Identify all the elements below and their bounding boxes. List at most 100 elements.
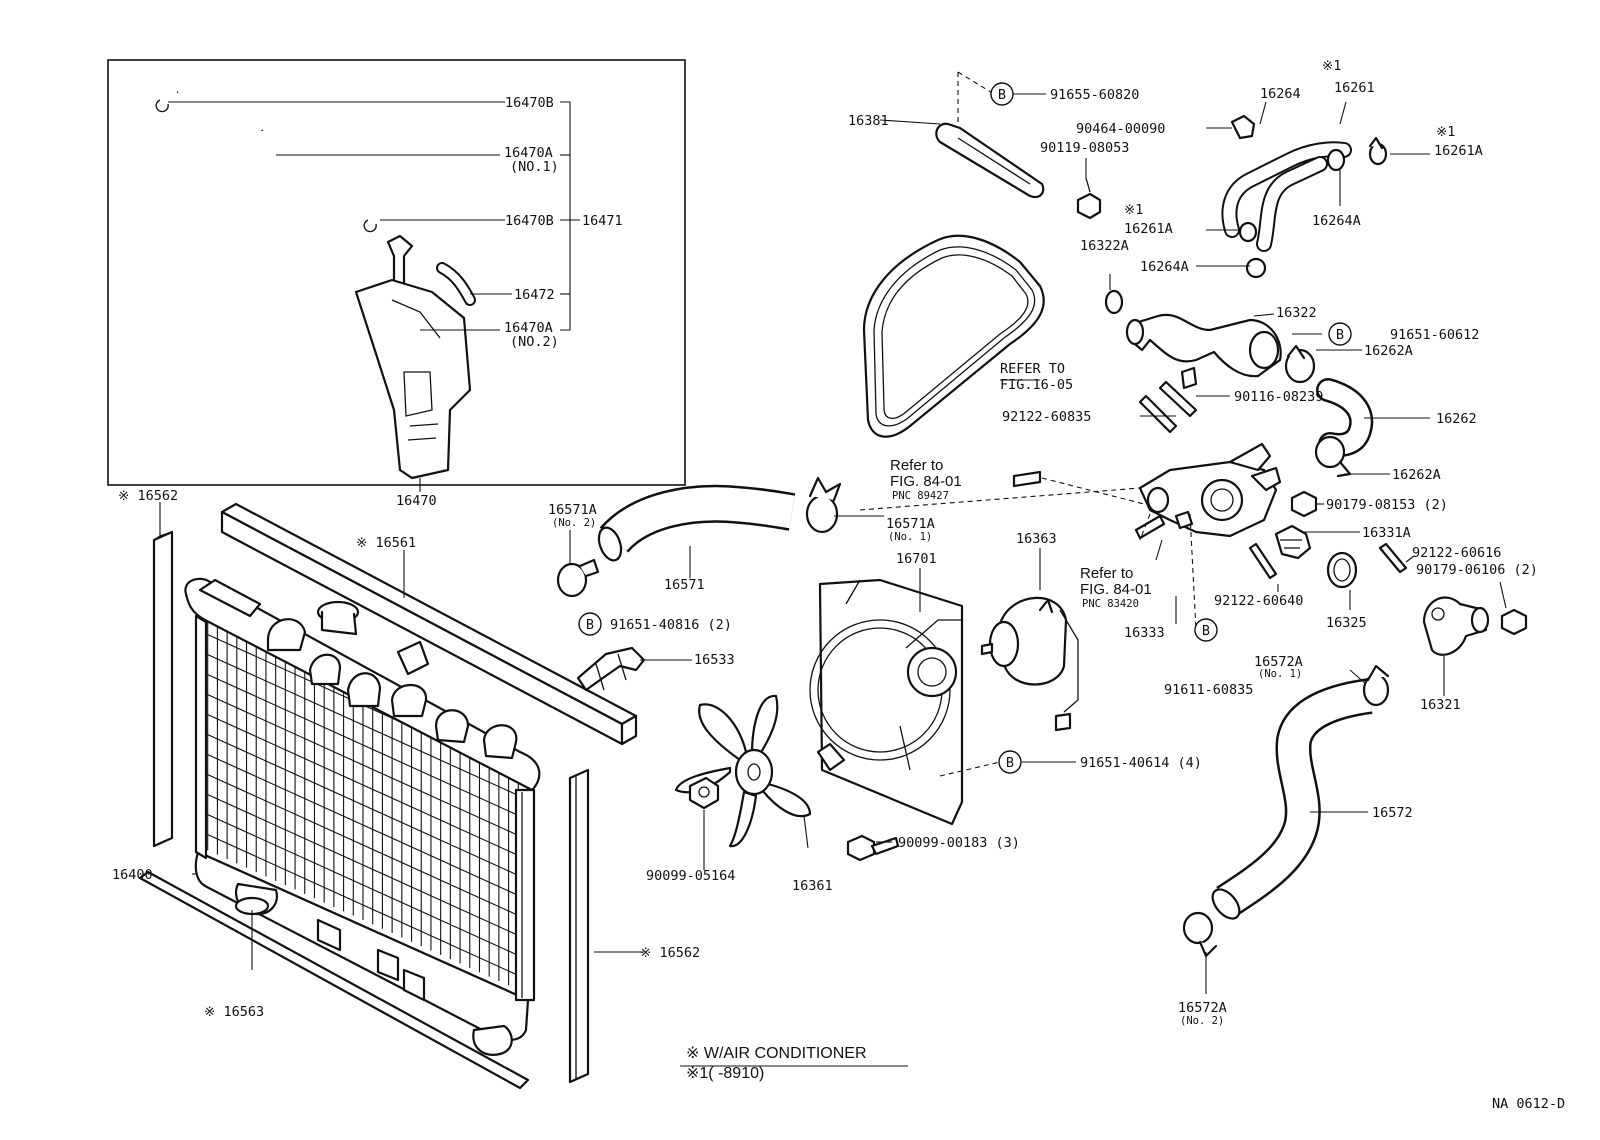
clamp-16264A-right — [1326, 148, 1346, 172]
callout-16571A-no1: 16571A — [886, 516, 935, 532]
callout-90464-00090: 90464-00090 — [1076, 121, 1165, 137]
radiator-fin-row — [201, 811, 525, 959]
callout-16572A-no2-sub: (No. 2) — [1180, 1015, 1224, 1027]
callout-16571A-no2: 16571A — [548, 502, 597, 518]
fan-shroud-16701 — [809, 578, 964, 826]
bracket-16533 — [576, 646, 646, 692]
bolt-90099-00183 — [846, 834, 900, 862]
callout-90119-08053: 90119-08053 — [1040, 140, 1129, 156]
callout-16533: 16533 — [694, 652, 735, 668]
callout-16264: 16264 — [1260, 86, 1301, 102]
callout-16470B-top: 16470B — [505, 95, 554, 111]
clamp-16264A-left — [1245, 257, 1267, 279]
radiator-core-fins — [201, 622, 525, 990]
gasket-16325 — [1326, 551, 1358, 589]
callout-91611-60835: 91611-60835 — [1164, 682, 1253, 698]
radiator-fin-row — [201, 831, 525, 979]
legend-air-conditioner: ※ W/AIR CONDITIONER — [686, 1045, 867, 1062]
nut-90179-06106 — [1500, 608, 1528, 636]
callout-16470: 16470 — [396, 493, 437, 509]
callout-refer-83420-1: Refer to — [1080, 565, 1133, 582]
callout-16264A-left: 16264A — [1140, 259, 1189, 275]
callout-refer-89427-pnc: PNC 89427 — [892, 490, 949, 502]
radiator-fin-row — [201, 671, 525, 819]
radiator-assembly — [184, 577, 541, 1056]
callout-16262A-bottom: 16262A — [1392, 467, 1441, 483]
callout-refer-83420-2: FIG. 84-01 — [1080, 581, 1152, 598]
callout-16333: 16333 — [1124, 625, 1165, 641]
clamp-16261A-left — [1238, 221, 1258, 243]
inset-leaders — [168, 101, 580, 492]
callout-16470A-no2-sub: (NO.2) — [510, 334, 559, 350]
callout-16322A: 16322A — [1080, 238, 1129, 254]
stud-92122-60616 — [1378, 542, 1408, 574]
legend-mark1: ※1( -8910) — [686, 1065, 764, 1082]
stud-90116-08239 — [1158, 380, 1198, 418]
callout-refer-belt-1: REFER TO — [1000, 361, 1065, 377]
callout-refer-belt-2: FIG.16-05 — [1000, 377, 1073, 393]
badge-b-91655: B — [990, 82, 1014, 106]
callout-16563: ※ 16563 — [204, 1004, 264, 1020]
bracket-16381 — [935, 122, 1045, 199]
callout-16400: 16400 — [112, 867, 153, 883]
thermostat-16331A — [1274, 524, 1312, 560]
stud-92122-60640 — [1248, 542, 1278, 580]
clamp-16571A-no1 — [805, 476, 842, 534]
callout-90179-08153: 90179-08153 (2) — [1326, 497, 1448, 513]
seal-16561-top — [220, 502, 638, 746]
callout-16571: 16571 — [664, 577, 705, 593]
bolt-90119-08053 — [1076, 177, 1102, 220]
callout-16325: 16325 — [1326, 615, 1367, 631]
seal-16563-bottom — [138, 870, 530, 1090]
radiator-fin-row — [201, 691, 525, 839]
clamp-16571A-no2 — [556, 558, 600, 598]
callout-16562-left: ※ 16562 — [118, 488, 178, 504]
fan-motor-16363 — [980, 596, 1079, 732]
callout-90116-08239: 90116-08239 — [1234, 389, 1323, 405]
badge-b-91651-60612: B — [1328, 322, 1352, 346]
svg-text:B: B — [1202, 623, 1210, 639]
callout-16322: 16322 — [1276, 305, 1317, 321]
clamp-16262A-top — [1284, 344, 1316, 384]
svg-text:B: B — [1336, 327, 1344, 343]
water-inlet-16321 — [1422, 596, 1490, 656]
callout-16701: 16701 — [896, 551, 937, 567]
callout-16471: 16471 — [582, 213, 623, 229]
callout-16361: 16361 — [792, 878, 833, 894]
clip-90464-00090 — [1230, 114, 1256, 140]
radiator-fin-row — [201, 731, 525, 879]
callout-91651-40614: 91651-40614 (4) — [1080, 755, 1202, 771]
callout-16331A: 16331A — [1362, 525, 1411, 541]
callout-16571A-no1-sub: (No. 1) — [888, 531, 932, 543]
radiator-fin-row — [201, 791, 525, 939]
callout-16571A-no2-sub: (No. 2) — [552, 517, 596, 529]
fan-blade-16361 — [674, 694, 812, 848]
svg-text:B: B — [998, 87, 1006, 103]
inset-frame — [107, 59, 686, 486]
callout-16561: ※ 16561 — [356, 535, 416, 551]
callout-16470B-mid: 16470B — [505, 213, 554, 229]
radiator-fin-row — [201, 751, 525, 899]
callout-mark-16261A-right: ※1 — [1436, 124, 1455, 140]
gasket-16322A — [1104, 289, 1124, 315]
svg-text:B: B — [1006, 755, 1014, 771]
callout-mark-16261A-left: ※1 — [1124, 202, 1143, 218]
callout-refer-83420-pnc: PNC 83420 — [1082, 598, 1139, 610]
callout-92122-60640: 92122-60640 — [1214, 593, 1303, 609]
seal-16562-left — [152, 530, 174, 848]
callout-91651-40816: 91651-40816 (2) — [610, 617, 732, 633]
badge-b-91611: B — [1194, 618, 1218, 642]
leader-lines — [159, 71, 1507, 1067]
stud-92122-60835 — [1138, 394, 1178, 434]
svg-text:B: B — [586, 617, 594, 633]
callout-16572A-no1: 16572A — [1254, 654, 1303, 670]
footer-code: NA 0612-D — [1492, 1096, 1565, 1112]
callout-16572A-no2: 16572A — [1178, 1000, 1227, 1016]
callout-91651-60612: 91651-60612 — [1390, 327, 1479, 343]
callout-16264A-right: 16264A — [1312, 213, 1361, 229]
callout-16472: 16472 — [514, 287, 555, 303]
badge-b-91651-40816: B — [578, 612, 602, 636]
callout-16562-right: ※ 16562 — [640, 945, 700, 961]
radiator-fin-row — [201, 711, 525, 859]
